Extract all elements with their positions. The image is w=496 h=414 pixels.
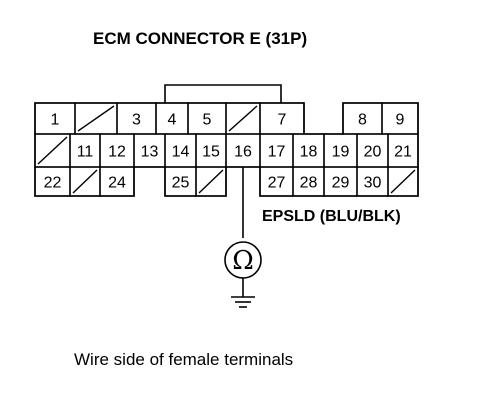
terminal-16: 16	[234, 144, 252, 161]
unused-cavity-slash	[77, 105, 115, 132]
cavity-cell	[195, 166, 227, 197]
ohm-symbol: Ω	[232, 246, 254, 276]
terminal-7: 7	[278, 112, 287, 129]
terminal-29: 29	[332, 175, 350, 192]
terminal-1: 1	[51, 112, 60, 129]
terminal-5: 5	[203, 112, 212, 129]
terminal-25: 25	[172, 175, 190, 192]
connector-lock-tab	[164, 84, 282, 103]
terminal-27: 27	[268, 175, 286, 192]
unused-cavity-slash	[37, 136, 68, 165]
terminal-13: 13	[141, 144, 159, 161]
terminal-14: 14	[172, 144, 190, 161]
terminal-21: 21	[394, 144, 412, 161]
terminal-17: 17	[268, 144, 286, 161]
terminal-19: 19	[332, 144, 350, 161]
terminal-12: 12	[108, 144, 126, 161]
terminal-18: 18	[300, 144, 318, 161]
terminal-30: 30	[364, 175, 382, 192]
cavity-cell	[387, 166, 419, 197]
unused-cavity-slash	[198, 169, 224, 194]
terminal-3: 3	[132, 112, 141, 129]
terminal-28: 28	[300, 175, 318, 192]
terminal-22: 22	[44, 175, 62, 192]
terminal-11: 11	[77, 144, 94, 161]
caption: Wire side of female terminals	[74, 350, 293, 369]
terminal-4: 4	[168, 112, 177, 129]
cavity-cell	[99, 166, 135, 197]
terminal-9: 9	[396, 112, 405, 129]
terminal-8: 8	[358, 112, 367, 129]
ohmmeter-probe	[224, 167, 262, 308]
wire-color-label: EPSLD (BLU/BLK)	[262, 208, 401, 225]
unused-cavity-slash	[72, 169, 98, 194]
diagram-title: ECM CONNECTOR E (31P)	[93, 29, 307, 48]
unused-cavity-slash	[390, 169, 416, 194]
unused-cavity-slash	[228, 105, 258, 132]
terminal-24: 24	[108, 175, 126, 192]
terminal-20: 20	[364, 144, 382, 161]
terminal-15: 15	[202, 144, 220, 161]
